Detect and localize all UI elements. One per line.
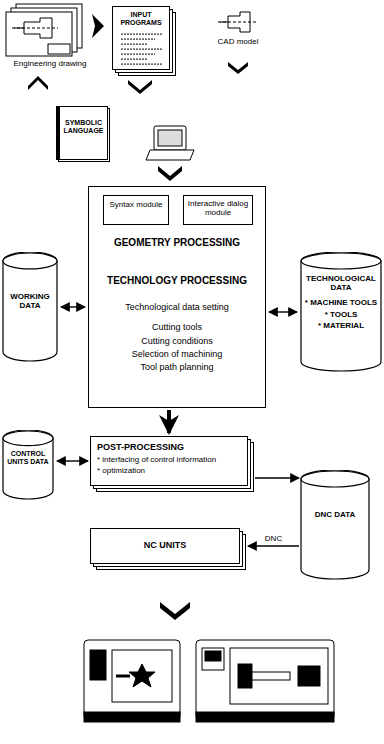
flow-arrow — [269, 311, 297, 312]
module-box: Interactive dialog module — [183, 195, 253, 225]
node-text: Syntax module — [106, 200, 166, 209]
drawing-icon — [6, 4, 82, 56]
node-text: TECHNOLOGICAL DATA — [302, 274, 380, 292]
document-node: INPUT PROGRAMS — [112, 6, 170, 70]
node-text: TECHNOLOGY PROCESSING — [93, 275, 261, 287]
database-cylinder: WORKING DATA — [2, 252, 58, 362]
node-text: * optimization — [97, 466, 241, 475]
computer-icon — [146, 126, 194, 160]
node-text: GEOMETRY PROCESSING — [93, 237, 261, 249]
cylinder-outline — [300, 470, 370, 580]
database-cylinder: TECHNOLOGICAL DATA * MACHINE TOOLS * TOOLS… — [300, 252, 382, 372]
edge-label: DNC — [263, 534, 284, 543]
node-text: Cutting tools — [93, 322, 261, 332]
flow-arrow — [61, 306, 85, 307]
node-text: * TOOLS — [302, 310, 380, 319]
node-text: CAD model — [206, 37, 270, 46]
module-box: Syntax module — [103, 195, 169, 225]
database-cylinder: DNC DATA — [300, 470, 370, 580]
post-processing-box: POST-PROCESSING * interfacing of control … — [90, 436, 248, 486]
node-text: * MATERIAL — [302, 321, 380, 330]
book-node: SYMBOLIC LANGUAGE — [56, 106, 108, 160]
node-text: Engineering drawing — [2, 59, 98, 68]
node-text: Interactive dialog module — [186, 199, 250, 217]
flow-arrow — [248, 545, 299, 546]
drawing-caption: Engineering drawing — [2, 58, 98, 72]
node-text: * interfacing of control information — [97, 455, 241, 464]
flow-arrow — [57, 460, 88, 461]
flow-arrow — [167, 410, 171, 433]
node-text: CONTROL UNITS DATA — [4, 450, 52, 466]
node-text: * MACHINE TOOLS — [302, 298, 380, 307]
flow-arrow — [255, 477, 299, 478]
machine-tool-icon — [84, 640, 334, 722]
node-text: NC UNITS — [95, 540, 235, 550]
node-text: Tool path planning — [93, 362, 261, 372]
process-box: GEOMETRY PROCESSING TECHNOLOGY PROCESSING… — [88, 186, 266, 408]
node-text: POST-PROCESSING — [97, 442, 241, 452]
nc-units-box: NC UNITS — [90, 528, 240, 564]
node-text: Cutting conditions — [93, 336, 261, 346]
node-text: Technological data setting — [93, 302, 261, 312]
cad-caption: CAD model — [206, 36, 270, 50]
node-text: INPUT PROGRAMS — [116, 11, 166, 27]
cad-icon — [218, 12, 256, 32]
node-text: DNC DATA — [302, 510, 368, 519]
node-text: WORKING DATA — [4, 292, 56, 310]
database-cylinder: CONTROL UNITS DATA — [2, 430, 54, 500]
node-text: Selection of machining — [93, 349, 261, 359]
node-text: SYMBOLIC LANGUAGE — [62, 119, 105, 135]
